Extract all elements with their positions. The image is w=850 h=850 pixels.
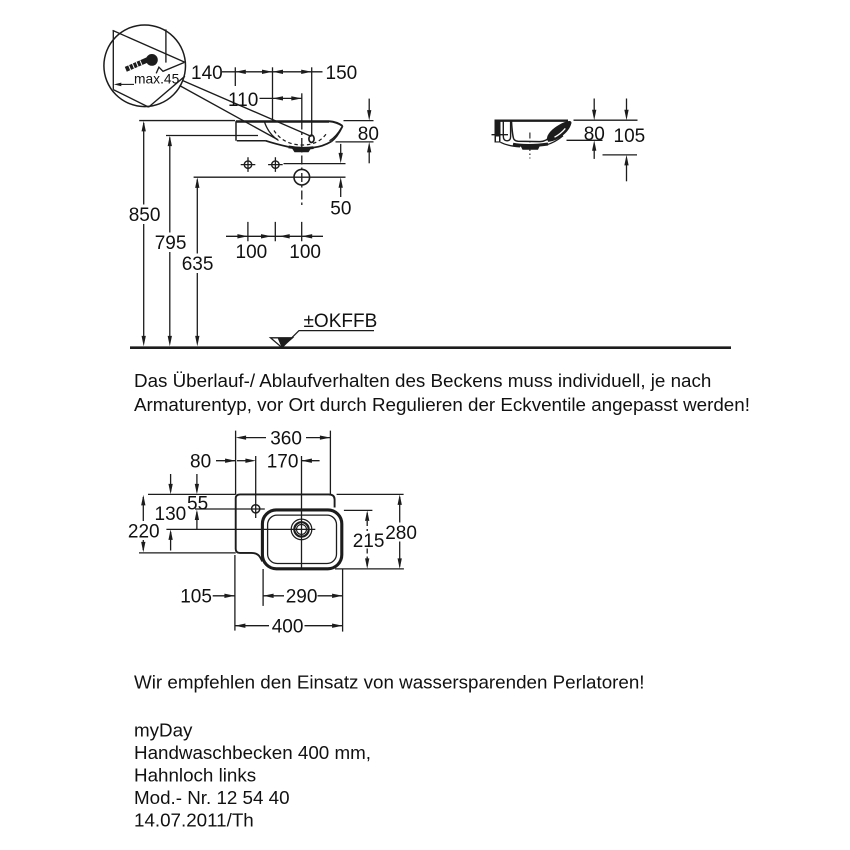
svg-text:850: 850 bbox=[129, 205, 161, 226]
svg-text:215: 215 bbox=[353, 531, 385, 552]
svg-text:50: 50 bbox=[330, 199, 351, 220]
svg-text:290: 290 bbox=[286, 587, 318, 608]
svg-text:myDay: myDay bbox=[134, 719, 193, 740]
svg-text:80: 80 bbox=[358, 124, 379, 145]
svg-text:400: 400 bbox=[272, 617, 304, 638]
svg-text:150: 150 bbox=[326, 63, 358, 84]
svg-text:280: 280 bbox=[385, 523, 417, 544]
svg-text:Mod.- Nr. 12 54 40: Mod.- Nr. 12 54 40 bbox=[134, 787, 290, 808]
svg-text:220: 220 bbox=[128, 522, 160, 543]
svg-text:100: 100 bbox=[289, 242, 321, 263]
svg-text:635: 635 bbox=[182, 254, 214, 275]
svg-text:max.45: max.45 bbox=[134, 71, 180, 86]
svg-text:170: 170 bbox=[267, 452, 299, 473]
svg-text:80: 80 bbox=[190, 452, 211, 473]
svg-text:360: 360 bbox=[270, 428, 302, 449]
svg-text:130: 130 bbox=[155, 504, 187, 525]
svg-text:Armaturentyp, vor Ort durch Re: Armaturentyp, vor Ort durch Regulieren d… bbox=[134, 394, 750, 415]
svg-text:Das Überlauf-/ Ablaufverhalten: Das Überlauf-/ Ablaufverhalten des Becke… bbox=[134, 370, 711, 391]
svg-text:100: 100 bbox=[236, 242, 268, 263]
svg-text:14.07.2011/Th: 14.07.2011/Th bbox=[134, 809, 254, 830]
svg-text:80: 80 bbox=[584, 124, 605, 145]
svg-text:105: 105 bbox=[614, 126, 646, 147]
svg-text:Handwaschbecken 400 mm,: Handwaschbecken 400 mm, bbox=[134, 742, 371, 763]
svg-text:110: 110 bbox=[228, 90, 258, 111]
svg-text:140: 140 bbox=[191, 63, 223, 84]
svg-text:Wir empfehlen den Einsatz von: Wir empfehlen den Einsatz von wasserspar… bbox=[134, 672, 645, 693]
svg-text:795: 795 bbox=[155, 233, 187, 254]
svg-text:55: 55 bbox=[187, 494, 208, 515]
svg-text:105: 105 bbox=[180, 587, 212, 608]
svg-text:Hahnloch links: Hahnloch links bbox=[134, 764, 256, 785]
svg-text:±OKFFB: ±OKFFB bbox=[304, 311, 378, 332]
